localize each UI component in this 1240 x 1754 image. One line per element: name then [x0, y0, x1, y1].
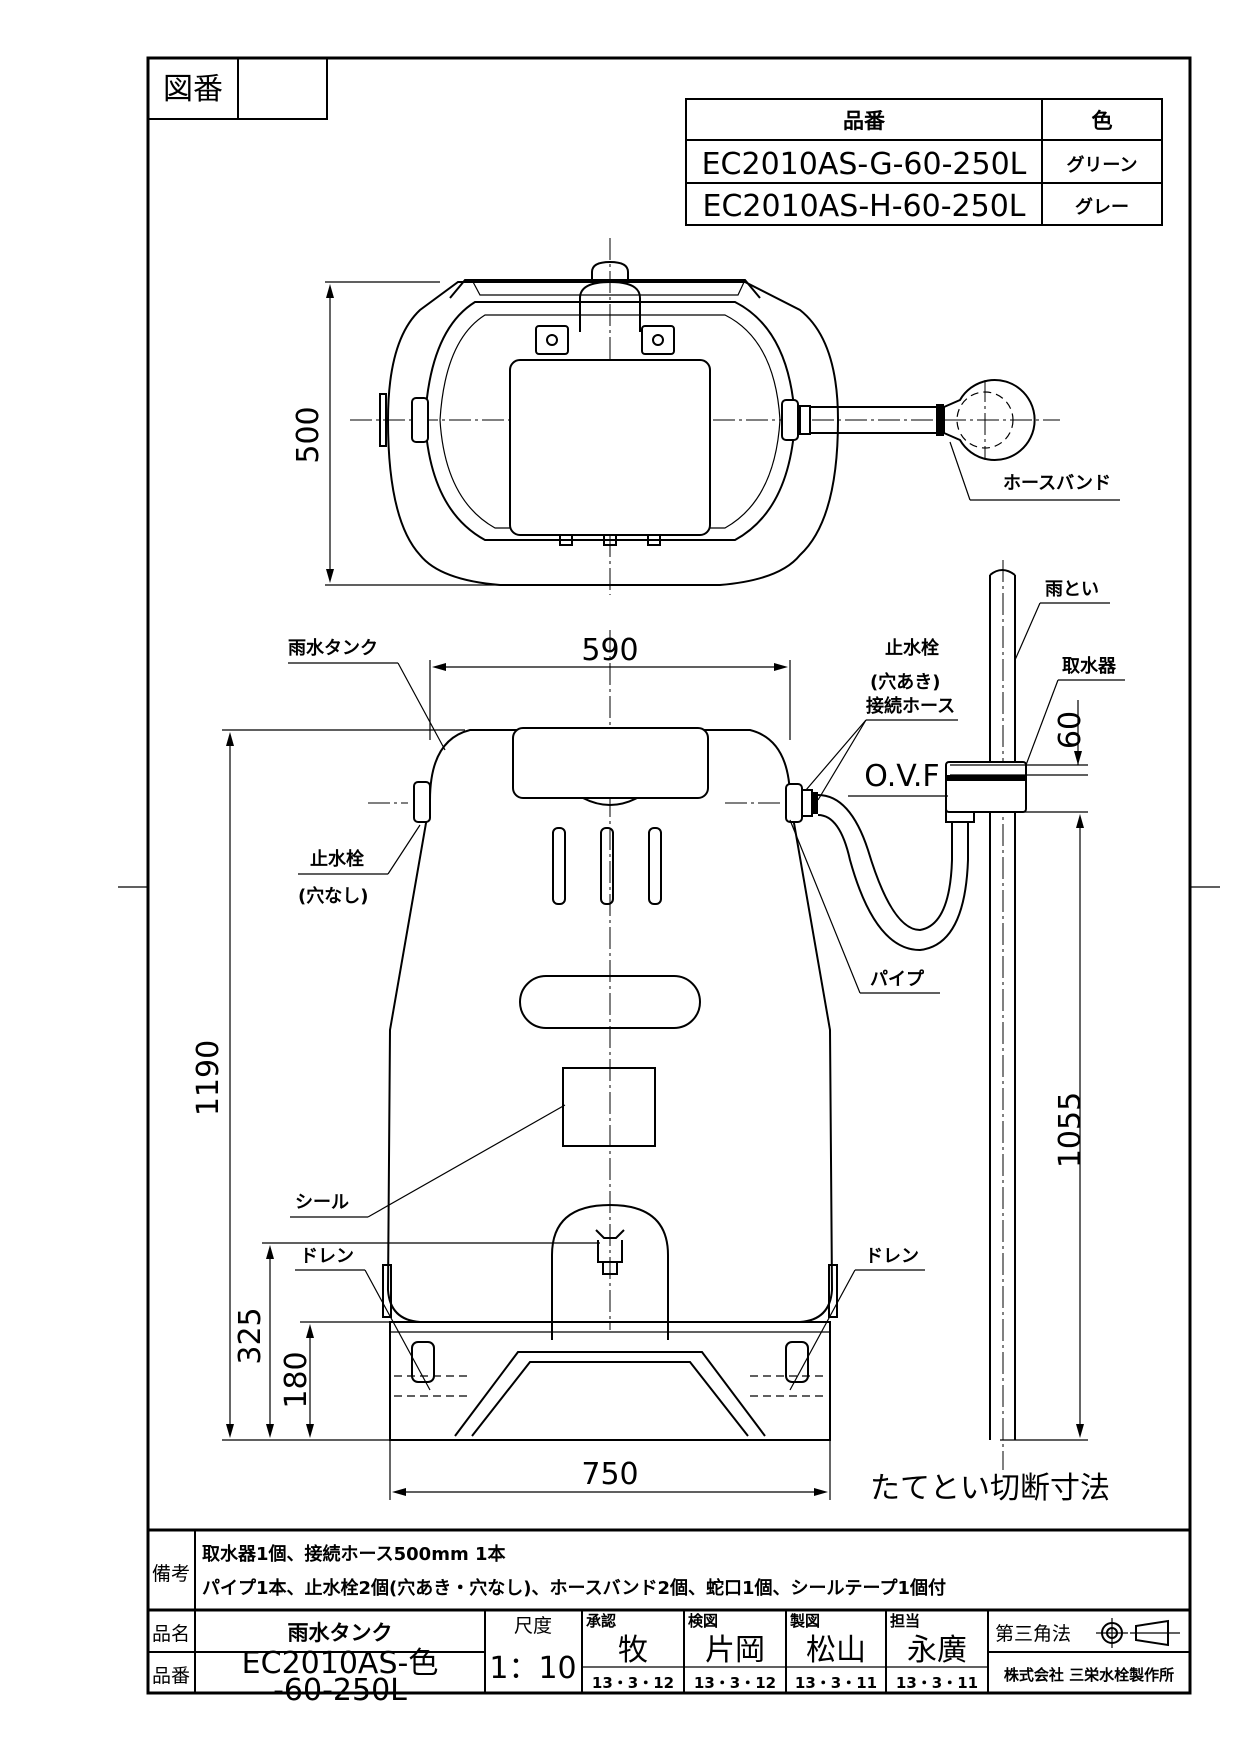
title-block: 品名 雨水タンク 品番 EC2010AS-色 -60-250L 尺度 1：10 … — [148, 1610, 1190, 1708]
dim-height-tap: 325 — [233, 1242, 600, 1438]
label-drain-left: ドレン — [300, 1246, 354, 1267]
label-stop-valve-noholes-note: (穴なし) — [298, 885, 368, 907]
title-scale-value: 1：10 — [489, 1651, 576, 1686]
title-check-name: 片岡 — [705, 1633, 765, 1668]
notes-line-2: パイプ1本、止水栓2個(穴あき・穴なし)、ホースバンド2個、蛇口1個、シールテー… — [202, 1577, 946, 1599]
title-number-label: 品番 — [152, 1665, 190, 1687]
dim-height-cut-value: 1055 — [1053, 1092, 1088, 1168]
dim-height-tap-value: 325 — [233, 1307, 268, 1364]
drawing-number-label: 図番 — [163, 72, 223, 107]
title-approve-name: 牧 — [618, 1633, 648, 1668]
parts-table-row-2-part: EC2010AS-H-60-250L — [703, 189, 1026, 224]
title-number-value-1: EC2010AS-色 — [242, 1646, 439, 1681]
dim-collector-height: 60 — [1053, 700, 1088, 765]
title-charge-date: 13・3・11 — [896, 1674, 978, 1692]
notes-area: 備考 取水器1個、接続ホース500mm 1本 パイプ1本、止水栓2個(穴あき・穴… — [148, 1528, 1190, 1612]
parts-table-header-part: 品番 — [843, 109, 886, 133]
title-projection: 第三角法 — [995, 1623, 1071, 1645]
dim-height-total-value: 1190 — [191, 1040, 226, 1116]
front-view — [368, 630, 838, 1441]
dim-collector-height-value: 60 — [1053, 711, 1088, 749]
dim-height-base: 180 — [279, 1321, 390, 1438]
notes-label: 備考 — [152, 1563, 190, 1585]
title-scale-label: 尺度 — [514, 1615, 552, 1637]
title-draw-name: 松山 — [806, 1633, 866, 1668]
label-stop-valve-noholes: 止水栓 — [310, 848, 364, 870]
title-draw-label: 製図 — [789, 1612, 820, 1630]
parts-table-header-color: 色 — [1092, 109, 1113, 133]
parts-table-row-1-color: グリーン — [1066, 154, 1137, 176]
notes-line-1: 取水器1個、接続ホース500mm 1本 — [202, 1543, 506, 1565]
title-check-label: 検図 — [688, 1612, 718, 1630]
title-draw-date: 13・3・11 — [795, 1674, 877, 1692]
label-gutter-cut-note: たてとい切断寸法 — [870, 1471, 1110, 1506]
label-ovf: O.V.F — [864, 759, 939, 794]
title-charge-name: 永廣 — [907, 1633, 967, 1668]
label-stop-valve-holed: 止水栓 — [885, 637, 939, 659]
label-drain-right: ドレン — [865, 1246, 919, 1267]
parts-table: 品番 色 EC2010AS-G-60-250L グリーン EC2010AS-H-… — [685, 98, 1163, 226]
dim-width-body: 590 — [429, 633, 791, 740]
label-hose-band: ホースバンド — [1003, 473, 1111, 494]
title-check-date: 13・3・12 — [694, 1674, 776, 1692]
title-name-label: 品名 — [152, 1623, 190, 1645]
dim-height-cut: 1055 — [968, 811, 1088, 1441]
label-seal: シール — [295, 1192, 349, 1213]
title-name-value: 雨水タンク — [288, 1621, 393, 1645]
label-pipe: パイプ — [870, 968, 925, 990]
drawing-frame — [146, 56, 1192, 1695]
parts-table-row-2-color: グレー — [1075, 196, 1129, 218]
dim-width-base-value: 750 — [581, 1457, 638, 1492]
label-rain-tank: 雨水タンク — [288, 637, 378, 659]
projection-symbol-icon — [1096, 1618, 1180, 1648]
dim-top-depth: 500 — [291, 281, 500, 586]
title-company: 株式会社 三栄水栓製作所 — [1004, 1666, 1174, 1684]
dim-width-base: 750 — [389, 1440, 831, 1500]
label-holed-note: (穴あき) — [870, 671, 940, 693]
title-approve-label: 承認 — [586, 1612, 616, 1630]
dim-width-body-value: 590 — [581, 633, 638, 668]
dim-height-base-value: 180 — [279, 1351, 314, 1408]
label-rain-gutter: 雨とい — [1045, 579, 1099, 600]
dim-height-total: 1190 — [191, 729, 465, 1441]
title-approve-date: 13・3・12 — [592, 1674, 674, 1692]
dim-top-depth-value: 500 — [291, 406, 326, 463]
label-water-collector: 取水器 — [1062, 655, 1117, 677]
parts-table-row-1-part: EC2010AS-G-60-250L — [702, 147, 1027, 182]
top-view — [350, 238, 1060, 595]
title-number-value-2: -60-250L — [273, 1673, 407, 1708]
title-charge-label: 担当 — [890, 1612, 920, 1630]
label-connection-hose: 接続ホース — [866, 695, 955, 717]
